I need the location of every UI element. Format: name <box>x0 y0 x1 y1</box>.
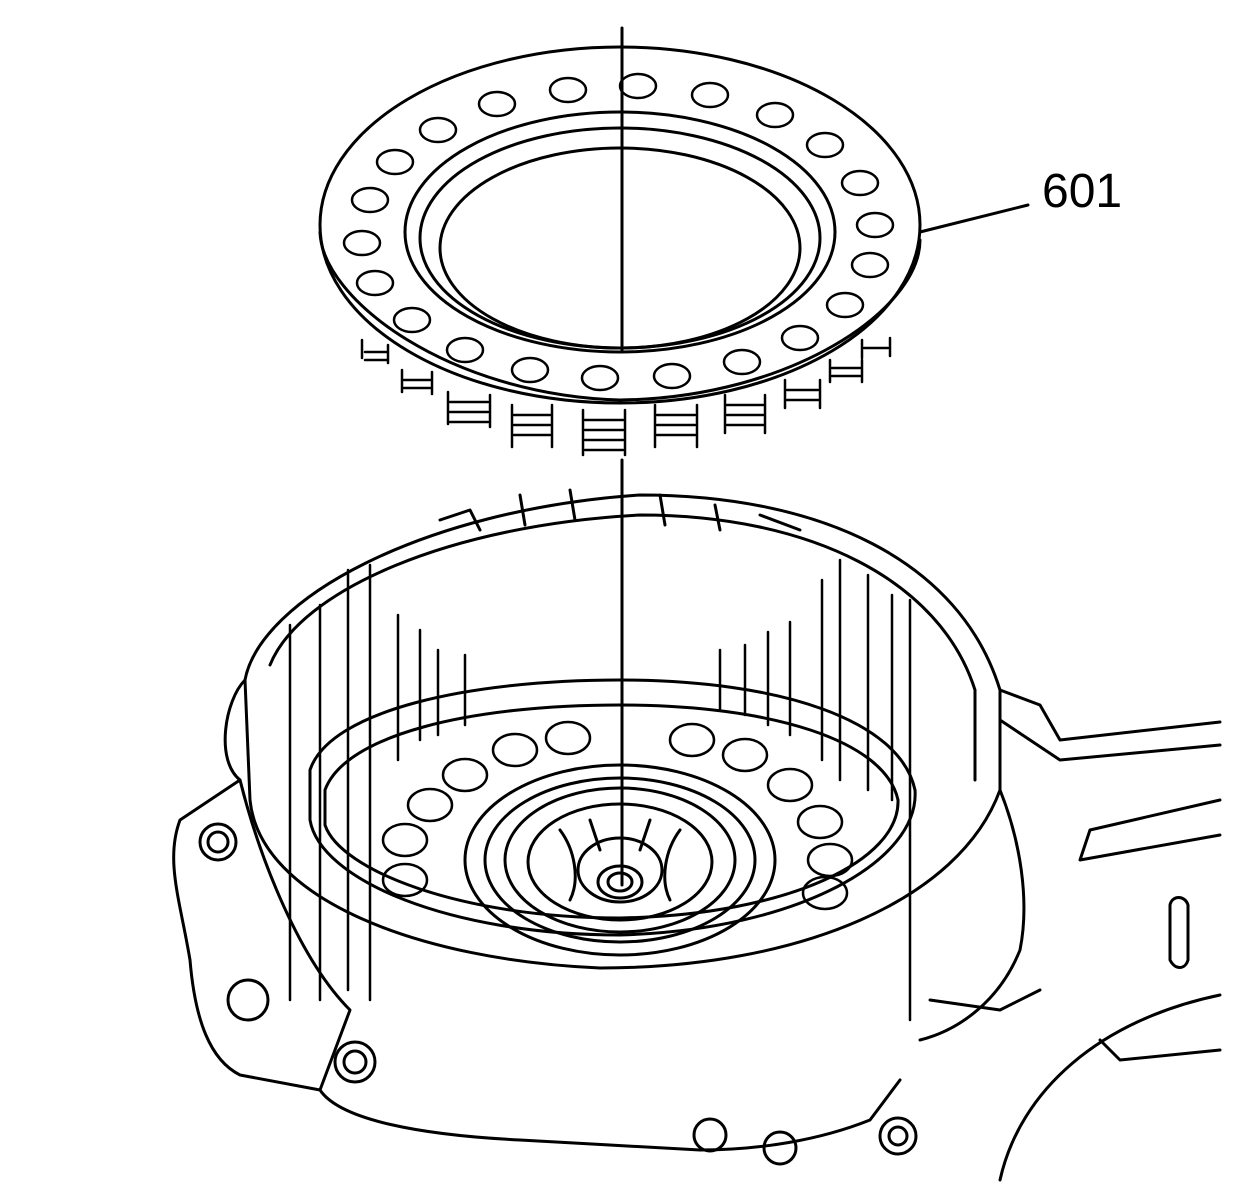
return-spring-assembly <box>320 47 920 455</box>
drum-splines <box>290 560 910 1020</box>
drum-floor-holes <box>383 722 852 909</box>
coil-springs <box>362 338 890 455</box>
callout-leader-line <box>920 205 1028 232</box>
transmission-housing <box>174 490 1220 1180</box>
plate-holes <box>344 74 893 390</box>
callout-label-601: 601 <box>1042 165 1123 218</box>
